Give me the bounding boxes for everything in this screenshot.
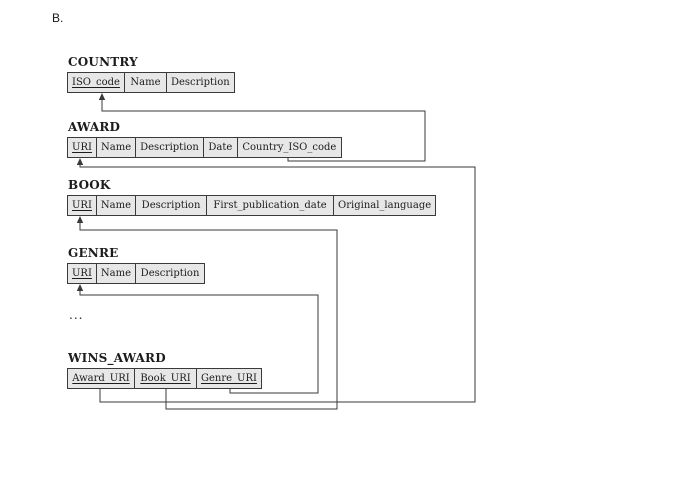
- table-title-book: BOOK: [68, 178, 111, 192]
- fk-award-country_iso_code-to-country-iso_code-arrowhead-icon: [98, 93, 106, 100]
- column-book-description: Description: [135, 195, 208, 216]
- column-country-description: Description: [165, 72, 235, 93]
- column-genre-name: Name: [95, 263, 137, 284]
- column-award-date: Date: [202, 137, 238, 158]
- column-book-uri: URI: [67, 195, 97, 216]
- column-wins_award-award_uri: Award_URI: [67, 368, 135, 389]
- table-title-award: AWARD: [68, 120, 121, 134]
- table-title-country: COUNTRY: [68, 55, 138, 69]
- column-book-first_publication_date: First_publication_date: [206, 195, 335, 216]
- column-country-name: Name: [123, 72, 167, 93]
- column-wins_award-genre_uri: Genre_URI: [196, 368, 262, 389]
- fk-wins_award-book_uri-to-book-uri-arrowhead-icon: [76, 216, 84, 223]
- column-genre-uri: URI: [67, 263, 97, 284]
- column-wins_award-book_uri: Book_URI: [134, 368, 197, 389]
- ellipsis-more-tables: ...: [69, 308, 84, 322]
- fk-wins_award-genre_uri-to-genre-uri-arrowhead-icon: [76, 284, 84, 291]
- column-book-name: Name: [95, 195, 137, 216]
- column-award-country_iso_code: Country_ISO_code: [236, 137, 342, 158]
- column-country-iso_code: ISO_code: [67, 72, 125, 93]
- fk-wins_award-award_uri-to-award-uri-arrowhead-icon: [76, 158, 84, 165]
- table-title-wins_award: WINS_AWARD: [68, 351, 166, 365]
- column-award-uri: URI: [67, 137, 97, 158]
- column-award-name: Name: [96, 137, 137, 158]
- column-award-description: Description: [135, 137, 204, 158]
- column-book-original_language: Original_language: [333, 195, 437, 216]
- column-genre-description: Description: [135, 263, 206, 284]
- table-title-genre: GENRE: [68, 246, 119, 260]
- figure-label: B.: [52, 11, 64, 25]
